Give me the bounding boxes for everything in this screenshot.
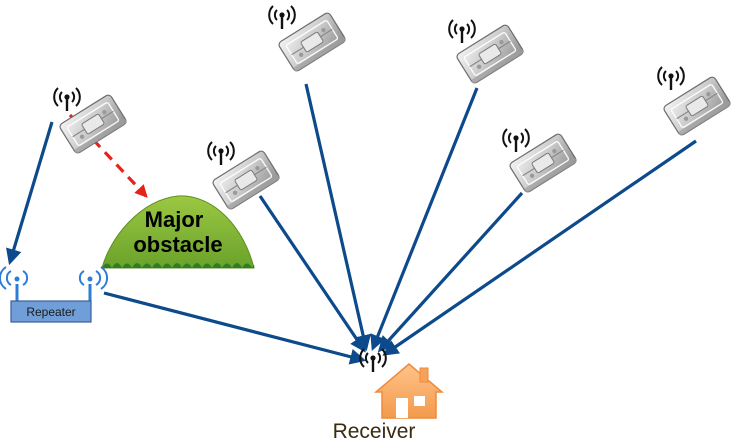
major-obstacle: Major obstacle bbox=[101, 195, 255, 269]
antenna-icon bbox=[206, 140, 236, 167]
house-icon bbox=[373, 363, 445, 419]
antenna-icon bbox=[656, 65, 686, 92]
mousetrap-icon bbox=[661, 74, 733, 138]
receiver: Receiver bbox=[333, 347, 445, 439]
link-repeater-receiver bbox=[103, 291, 367, 365]
link-sensor2-receiver bbox=[258, 195, 366, 353]
antenna-icon bbox=[267, 4, 297, 31]
obstacle-label-line2: obstacle bbox=[133, 232, 222, 257]
link-sensor6-receiver bbox=[382, 139, 697, 356]
mousetrap-sensor-2 bbox=[206, 140, 282, 212]
repeater: Repeater bbox=[0, 266, 108, 323]
repeater-antenna-right bbox=[78, 266, 108, 301]
receiver-label: Receiver bbox=[333, 420, 416, 439]
antenna-icon bbox=[52, 86, 82, 113]
repeater-antenna-left bbox=[0, 266, 29, 301]
antenna-icon bbox=[447, 18, 477, 45]
mousetrap-icon bbox=[57, 92, 129, 156]
mousetrap-icon bbox=[454, 22, 526, 86]
antenna-icon bbox=[501, 127, 531, 154]
grass-strip bbox=[102, 263, 255, 268]
repeater-label: Repeater bbox=[26, 305, 75, 319]
mousetrap-sensor-5 bbox=[501, 127, 579, 195]
link-sensor4-receiver bbox=[370, 87, 479, 351]
repeater-box bbox=[10, 300, 92, 323]
link-sensor5-receiver bbox=[377, 191, 524, 353]
link-sensor1-repeater bbox=[6, 121, 54, 266]
link-sensor3-receiver bbox=[304, 83, 371, 352]
mousetrap-sensor-6 bbox=[656, 65, 733, 138]
mousetrap-sensor-1 bbox=[52, 86, 129, 156]
mousetrap-sensor-3 bbox=[267, 4, 348, 74]
mousetrap-icon bbox=[276, 10, 348, 74]
mousetrap-icon bbox=[507, 131, 579, 195]
receiver-antenna-icon bbox=[358, 347, 388, 374]
mousetrap-sensor-4 bbox=[447, 18, 526, 86]
links bbox=[6, 83, 697, 365]
obstacle-label-line1: Major bbox=[145, 207, 204, 232]
